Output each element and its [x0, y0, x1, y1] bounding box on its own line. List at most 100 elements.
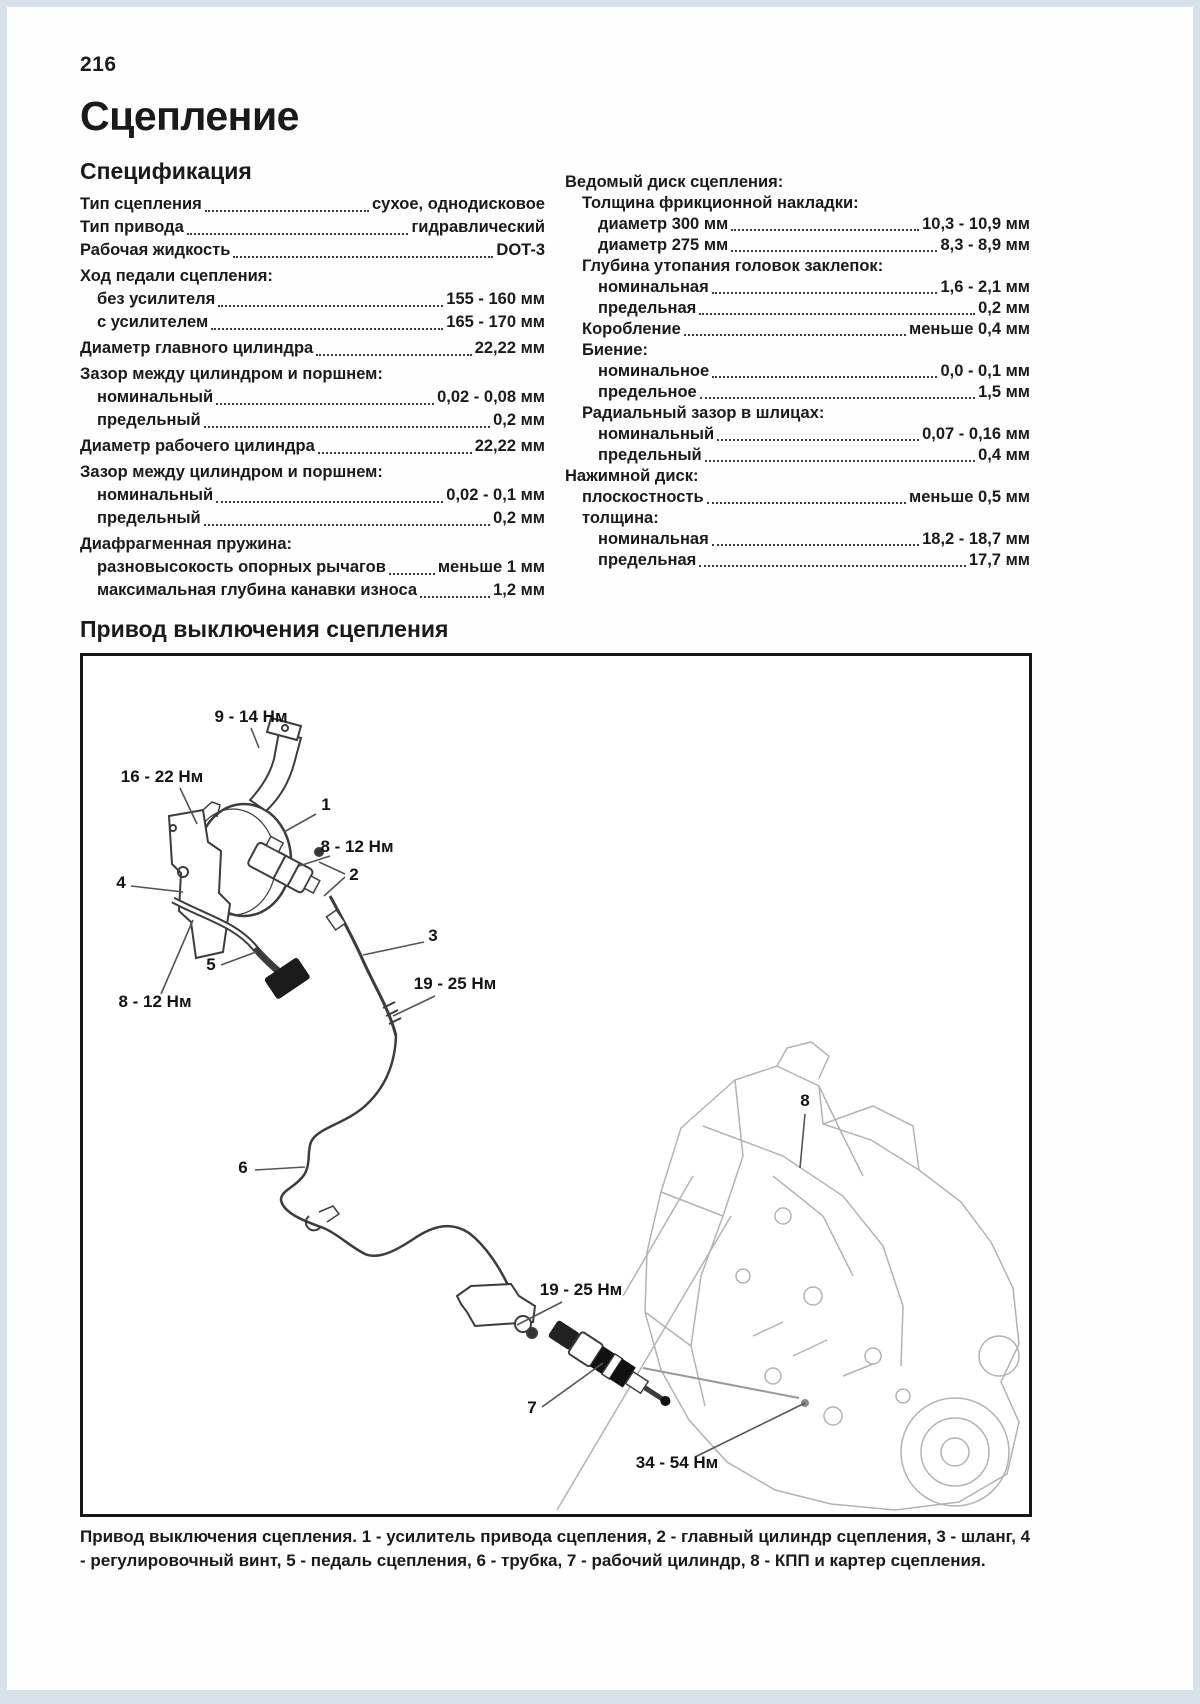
- dotted-leader: [706, 502, 907, 504]
- dotted-leader: [704, 460, 976, 462]
- spec-value: 1,2 мм: [493, 581, 545, 599]
- spec-label: номинальный: [598, 425, 715, 443]
- spec-label: Глубина утопания головок заклепок:: [582, 257, 884, 275]
- part-label-7: 7: [527, 1398, 536, 1417]
- spec-label: Нажимной диск:: [565, 467, 699, 485]
- spec-group-header: Биение:: [565, 340, 1030, 361]
- spec-label: Диаметр главного цилиндра: [80, 339, 314, 357]
- spec-value: 8,3 - 8,9 мм: [940, 236, 1030, 254]
- spec-value: 0,4 мм: [978, 446, 1030, 464]
- spec-label: Зазор между цилиндром и поршнем:: [80, 463, 383, 481]
- master-cylinder: [247, 835, 321, 895]
- spec-label: Рабочая жидкость: [80, 241, 231, 259]
- spec-row: предельный 0,2 мм: [80, 409, 545, 432]
- dotted-leader: [203, 426, 491, 428]
- spec-value: сухое, однодисковое: [371, 195, 545, 213]
- spec-label: номинальный: [97, 388, 214, 406]
- spec-group-header: Диафрагменная пружина:: [80, 533, 545, 556]
- spec-value: меньше 0,4 мм: [909, 320, 1030, 338]
- cylinder-bolt: [314, 847, 324, 857]
- dotted-leader: [717, 439, 920, 441]
- dotted-leader: [711, 292, 938, 294]
- top-bracket: [248, 716, 303, 813]
- spec-value: 18,2 - 18,7 мм: [922, 530, 1030, 548]
- pushrod-line: [642, 1367, 800, 1399]
- dotted-leader: [204, 210, 369, 212]
- spec-group-header: Глубина утопания головок заклепок:: [565, 256, 1030, 277]
- spec-value: гидравлический: [411, 218, 545, 236]
- spec-label: максимальная глубина канавки износа: [97, 581, 418, 599]
- part-label-2: 2: [349, 865, 358, 884]
- spec-row: предельный 0,2 мм: [80, 507, 545, 530]
- part-label-1: 1: [321, 795, 330, 814]
- spec-group-header: Зазор между цилиндром и поршнем:: [80, 363, 545, 386]
- spec-value: 155 - 160 мм: [446, 290, 545, 308]
- spec-label: диаметр 300 мм: [598, 215, 729, 233]
- spec-label: номинальная: [598, 530, 709, 548]
- tube: [279, 1035, 524, 1323]
- spec-value: 10,3 - 10,9 мм: [922, 215, 1030, 233]
- tube-clamp: [304, 1205, 341, 1232]
- spec-row: Тип сцепления сухое, однодисковое: [80, 193, 545, 216]
- spec-row: с усилителем 165 - 170 мм: [80, 311, 545, 334]
- dotted-leader: [731, 250, 938, 252]
- leader-lines: [130, 727, 806, 1458]
- spec-column-left: Спецификация Тип сцепления сухое, однодис…: [80, 158, 545, 602]
- dotted-leader: [683, 334, 907, 336]
- hose: [325, 895, 402, 1037]
- diagram-frame: 9 - 14 Нм 16 - 22 Нм 8 - 12 Нм 8 - 12 Нм…: [80, 653, 1032, 1517]
- dotted-leader: [388, 573, 435, 575]
- spec-group-header: Ведомый диск сцепления:: [565, 172, 1030, 193]
- spec-row: диаметр 275 мм 8,3 - 8,9 мм: [565, 235, 1030, 256]
- slave-bracket: [455, 1282, 537, 1328]
- spec-heading: Спецификация: [80, 158, 252, 184]
- spec-value: 0,2 мм: [493, 411, 545, 429]
- spec-value: 0,07 - 0,16 мм: [922, 425, 1030, 443]
- spec-value: 22,22 мм: [474, 437, 545, 455]
- spec-column-right: Ведомый диск сцепления:Толщина фрикционн…: [565, 172, 1030, 602]
- spec-label: предельный: [97, 411, 201, 429]
- diagram-caption: Привод выключения сцепления. 1 - усилите…: [80, 1527, 1031, 1570]
- spec-label: диаметр 275 мм: [598, 236, 729, 254]
- spec-rows-right: Ведомый диск сцепления:Толщина фрикционн…: [565, 172, 1030, 571]
- clutch-pedal: [171, 896, 310, 999]
- part-label-6: 6: [238, 1158, 247, 1177]
- dotted-leader: [712, 376, 938, 378]
- part-label-5: 5: [206, 955, 215, 974]
- torque-label-1: 9 - 14 Нм: [214, 707, 287, 726]
- spec-value: 0,02 - 0,08 мм: [437, 388, 545, 406]
- spec-value: 0,2 мм: [493, 509, 545, 527]
- dotted-leader: [316, 354, 472, 356]
- page-title: Сцепление: [80, 93, 299, 139]
- dotted-leader: [233, 256, 494, 258]
- spec-row: номинальный 0,07 - 0,16 мм: [565, 424, 1030, 445]
- spec-value: 165 - 170 мм: [446, 313, 545, 331]
- spec-group-header: Радиальный зазор в шлицах:: [565, 403, 1030, 424]
- spec-label: Тип сцепления: [80, 195, 202, 213]
- diagram-heading: Привод выключения сцепления: [80, 616, 449, 642]
- slave-cylinder: [548, 1320, 671, 1406]
- spec-label: с усилителем: [97, 313, 209, 331]
- spec-group-header: Ход педали сцепления:: [80, 265, 545, 288]
- torque-label-6: 19 - 25 Нм: [540, 1280, 623, 1299]
- spec-row: максимальная глубина канавки износа 1,2 м…: [80, 579, 545, 602]
- spec-label: Биение:: [582, 341, 648, 359]
- dotted-leader: [186, 233, 409, 235]
- spec-value: 1,5 мм: [978, 383, 1030, 401]
- spec-label: предельный: [97, 509, 201, 527]
- transmission-sketch: [556, 1041, 1020, 1511]
- torque-label-3: 8 - 12 Нм: [320, 837, 393, 856]
- dotted-leader: [699, 397, 976, 399]
- spec-label: предельная: [598, 299, 697, 317]
- spec-value: 1,6 - 2,1 мм: [940, 278, 1030, 296]
- part-label-3: 3: [428, 926, 437, 945]
